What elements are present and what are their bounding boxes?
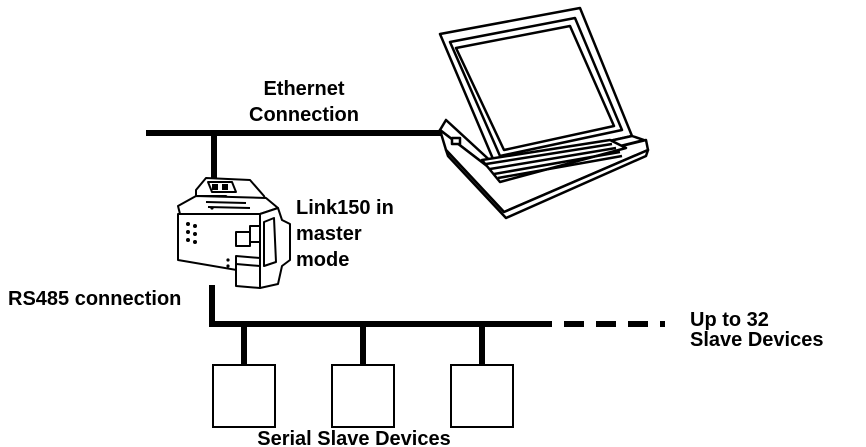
serial-slave-devices-label: Serial Slave Devices — [257, 428, 450, 447]
gateway-label-line3: mode — [296, 249, 349, 271]
slave-device-3 — [450, 364, 514, 428]
rs485-label: RS485 connection — [8, 288, 181, 310]
slave-device-2 — [331, 364, 395, 428]
upto-label-line2: Slave Devices — [690, 329, 823, 351]
link150-gateway-icon — [177, 177, 291, 289]
ethernet-label-line2: Connection — [249, 104, 359, 126]
gateway-label-line1: Link150 in — [296, 197, 394, 219]
slave-device-1 — [212, 364, 276, 428]
gateway-label-line2: master — [296, 223, 362, 245]
upto-label-line1: Up to 32 — [690, 309, 769, 331]
ethernet-label-line1: Ethernet — [263, 78, 344, 100]
laptop-icon — [438, 6, 650, 220]
